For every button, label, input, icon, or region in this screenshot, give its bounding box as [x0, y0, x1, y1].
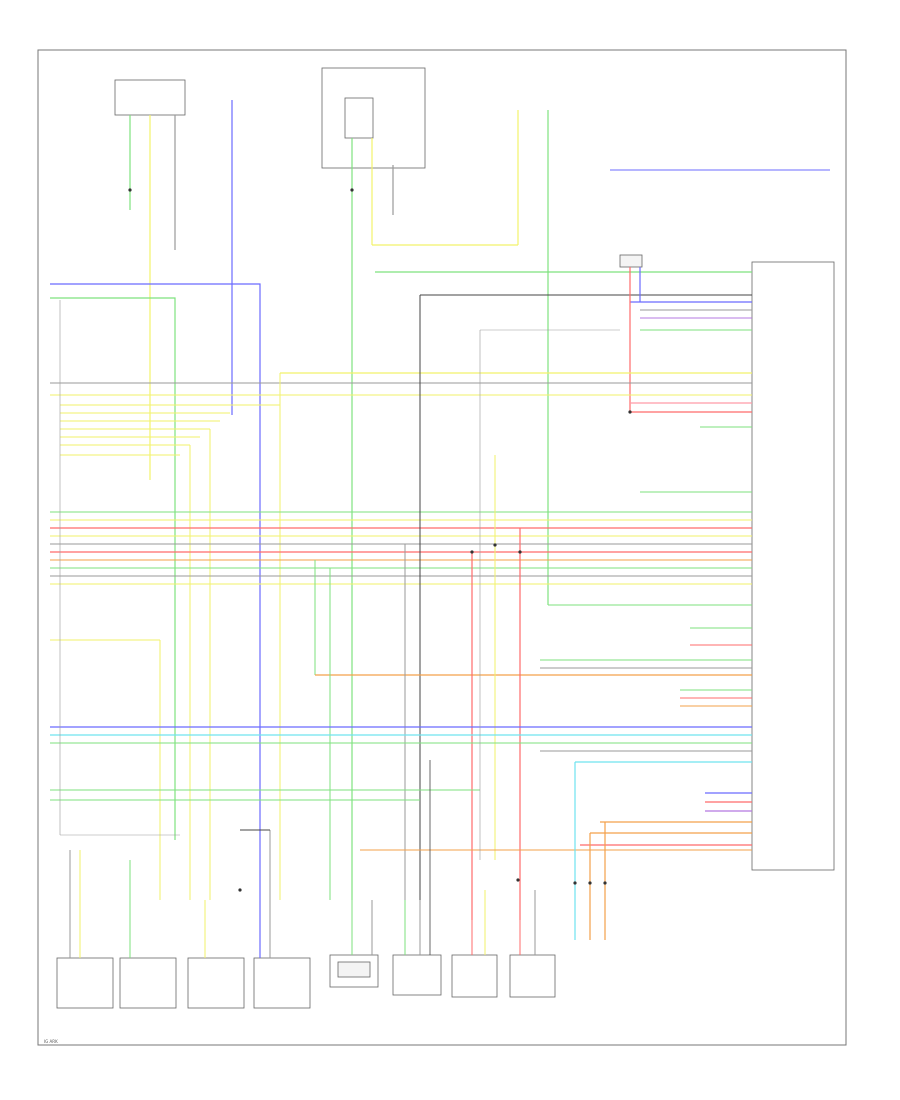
bottom-left-label: IG ARK: [44, 1039, 58, 1044]
bottom-sensor-2: [392, 954, 442, 996]
junction-dot: [470, 550, 474, 554]
bottom-switch-2: [119, 957, 177, 1009]
junction-dot: [588, 881, 592, 885]
junction-dot: [628, 410, 632, 414]
junction-dot: [493, 543, 497, 547]
bottom-sensor-3: [451, 954, 498, 998]
bottom-switch-1: [56, 957, 114, 1009]
junction-dot: [238, 888, 242, 892]
right-connector-block: [619, 254, 643, 268]
junction-dot: [350, 188, 354, 192]
junction-dot: [128, 188, 132, 192]
bottom-sensor-1-inner: [337, 961, 371, 978]
top-component-relay: [344, 97, 374, 139]
wire: [50, 297, 176, 840]
ecm-connector: [751, 261, 835, 871]
diagram-frame: [37, 49, 847, 1046]
junction-dot: [518, 550, 522, 554]
junction-dot: [603, 881, 607, 885]
wire: [50, 283, 261, 900]
junction-dot: [516, 878, 520, 882]
junction-dot: [573, 881, 577, 885]
top-component-1: [114, 79, 186, 116]
top-component-hcm: [321, 67, 426, 169]
bottom-sensor-4: [509, 954, 556, 998]
bottom-switch-3: [187, 957, 245, 1009]
bottom-switch-4: [253, 957, 311, 1009]
